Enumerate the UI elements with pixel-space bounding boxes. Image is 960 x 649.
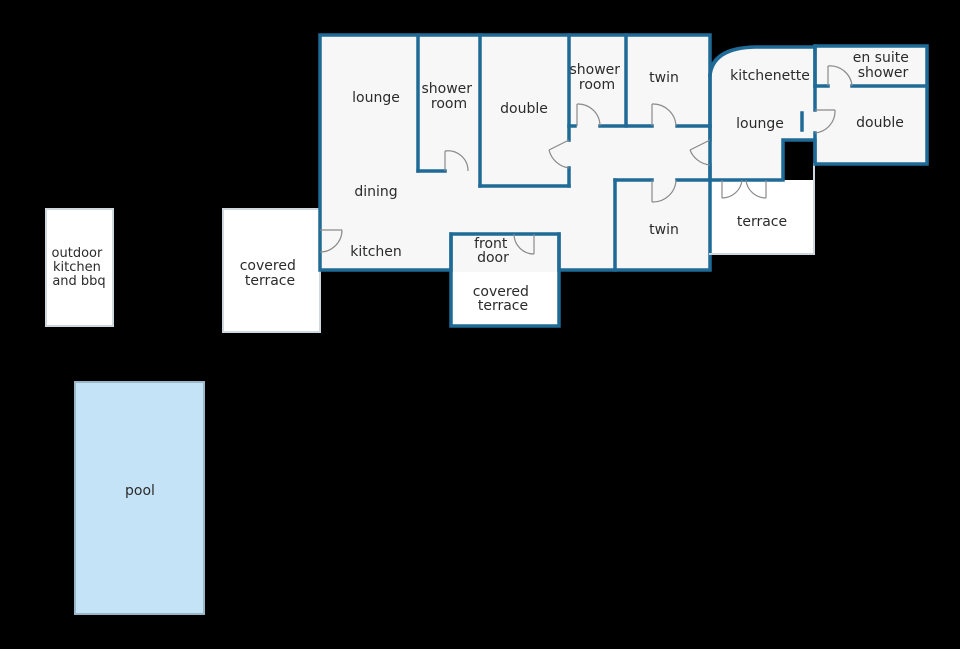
label-shower-room-2-line-1: shower	[569, 62, 620, 78]
label-outdoor-kitchen-line-1: outdoor	[52, 246, 103, 261]
door-double1[interactable]	[548, 139, 570, 169]
outdoor-kitchen-building	[45, 208, 114, 327]
pool-area	[74, 381, 205, 615]
front-door-recess-floor	[451, 234, 559, 272]
label-double-2: double	[856, 115, 904, 131]
label-shower-room-1-line-2: room	[431, 96, 467, 112]
label-lounge-annex: lounge	[736, 116, 784, 132]
annex-floor	[710, 47, 815, 180]
label-front-door-line-1: front	[474, 236, 508, 252]
label-shower-room-2: shower room	[569, 62, 624, 93]
label-kitchen: kitchen	[350, 244, 402, 260]
door-ensuite[interactable]	[827, 65, 853, 87]
door-double2[interactable]	[814, 109, 836, 134]
door-annex-lounge[interactable]	[689, 139, 711, 166]
front-recess-wall	[449, 232, 561, 328]
label-outdoor-kitchen: outdoor kitchen and bbq	[52, 246, 107, 289]
label-outdoor-kitchen-line-3: and bbq	[52, 274, 105, 289]
terrace-floor	[710, 180, 814, 254]
label-en-suite-line-2: shower	[858, 65, 909, 81]
label-en-suite-line-1: en suite	[853, 50, 909, 66]
label-front-door: front door	[474, 236, 512, 266]
door-shower1[interactable]	[444, 150, 469, 172]
covered-terrace-side-area	[222, 208, 321, 333]
label-front-door-line-2: door	[477, 250, 509, 266]
label-kitchenette: kitchenette	[730, 68, 810, 84]
door-front[interactable]	[513, 233, 535, 255]
label-en-suite: en suite shower	[853, 50, 914, 81]
door-terrace-right[interactable]	[745, 179, 767, 199]
label-twin-lower: twin	[649, 222, 679, 238]
label-covered-terrace-front-line-1: covered	[473, 284, 529, 300]
label-covered-terrace-side-line-1: covered	[240, 258, 296, 274]
label-double-1: double	[500, 101, 548, 117]
label-shower-room-1-line-1: shower	[421, 81, 472, 97]
label-covered-terrace-front: covered terrace	[473, 284, 534, 314]
label-dining: dining	[354, 184, 397, 200]
main-house-floor	[320, 35, 710, 270]
label-shower-room-1: shower room	[421, 81, 476, 112]
label-pool: pool	[125, 483, 155, 499]
door-shower2[interactable]	[576, 103, 601, 127]
label-covered-terrace-side-line-2: terrace	[245, 273, 295, 289]
door-twin-lower[interactable]	[651, 179, 677, 203]
label-covered-terrace-side: covered terrace	[240, 258, 301, 289]
label-twin-upper: twin	[649, 70, 679, 86]
label-outdoor-kitchen-line-2: kitchen	[53, 260, 101, 275]
label-lounge-main: lounge	[352, 90, 400, 106]
label-terrace: terrace	[737, 214, 787, 230]
door-terrace-left[interactable]	[721, 179, 743, 199]
label-shower-room-2-line-2: room	[579, 77, 615, 93]
label-covered-terrace-front-line-2: terrace	[478, 298, 528, 314]
door-twin-upper[interactable]	[651, 103, 677, 127]
door-kitchen-side[interactable]	[319, 229, 343, 253]
